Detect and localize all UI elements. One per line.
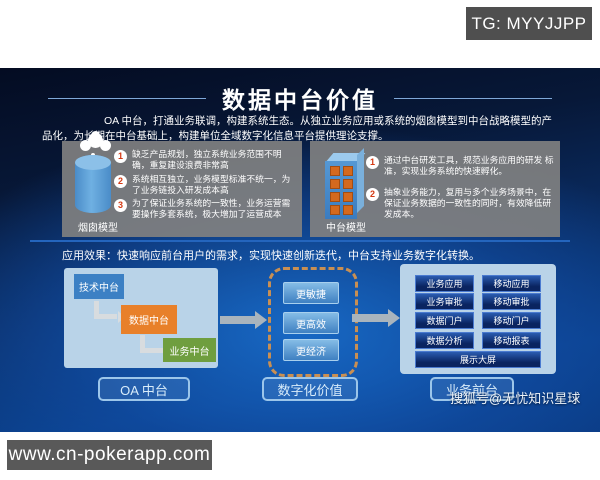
cabinet-cell — [329, 191, 340, 202]
smoke-cloud-icon — [88, 133, 103, 157]
number-badge: 1 — [366, 156, 379, 169]
digital-value-box: 更敏捷 更高效 更经济 — [268, 267, 358, 377]
middle-platform-points-list: 1 通过中台研发工具，规范业务应用的研发 标准，实现业务系统的快速孵化。 2 抽… — [366, 155, 556, 229]
chimney-model-panel: 烟囱模型 1 缺乏产品规划，独立系统业务范围不明确，重复建设浪费非常高 2 系统… — [62, 133, 302, 237]
intro-paragraph: OA 中台，打通业务联调，构建系统生态。从独立业务应用或系统的烟囱模型到中台战略… — [42, 115, 553, 143]
cabinet-cell — [329, 178, 340, 189]
title-row: 数据中台价值 — [0, 84, 600, 113]
title-divider-right — [394, 97, 552, 99]
chimney-points-list: 1 缺乏产品规划，独立系统业务范围不明确，重复建设浪费非常高 2 系统相互独立，… — [114, 149, 296, 223]
number-badge: 3 — [114, 199, 127, 212]
middle-platform-figure: 中台模型 — [310, 141, 382, 237]
front-app-tile: 业务审批 — [415, 293, 474, 310]
middle-platform-label: 中台模型 — [326, 223, 366, 234]
effect-statement: 应用效果：快速响应前台用户的需求，实现快速创新迭代，中台支持业务数字化转换。 — [62, 250, 480, 262]
oa-platform-caption: OA 中台 — [98, 377, 190, 401]
flow-arrow-icon — [352, 309, 400, 327]
souhu-watermark: 搜狐号@无忧知识星球 — [450, 391, 581, 406]
cabinet-cell — [342, 178, 353, 189]
list-item: 2 系统相互独立，业务模型标准不统一，为了业务链投入研发成本高 — [114, 174, 296, 197]
list-item: 3 为了保证业务系统的一致性，业务运营需要操作多套系统，极大增加了运营成本 — [114, 198, 296, 221]
point-text: 为了保证业务系统的一致性，业务运营需要操作多套系统，极大增加了运营成本 — [132, 198, 291, 220]
front-app-tile: 移动报表 — [482, 332, 541, 349]
cabinet-cell — [329, 204, 340, 215]
site-url-banner: www.cn-pokerapp.com — [7, 440, 212, 470]
business-front-panel: 业务应用 业务审批 数据门户 数据分析 移动应用 移动审批 移动门户 移动报表 … — [400, 264, 556, 374]
front-app-tile: 数据分析 — [415, 332, 474, 349]
flow-arrow-icon — [220, 311, 267, 329]
tech-platform-box: 技术中台 — [74, 274, 124, 299]
oa-platform-panel: 技术中台 数据中台 业务中台 — [64, 268, 218, 368]
title-divider-left — [48, 97, 206, 99]
number-badge: 1 — [114, 150, 127, 163]
elbow-connector-arrow — [94, 301, 125, 323]
middle-platform-panel: 中台模型 1 通过中台研发工具，规范业务应用的研发 标准，实现业务系统的快速孵化… — [310, 141, 560, 237]
section-divider — [30, 240, 570, 242]
chimney-cylinder-icon — [75, 155, 111, 213]
point-text: 通过中台研发工具，规范业务应用的研发 标准，实现业务系统的快速孵化。 — [384, 155, 554, 177]
cabinet-cell — [329, 165, 340, 176]
data-platform-box: 数据中台 — [121, 305, 177, 334]
front-app-tile-wide: 展示大屏 — [415, 351, 541, 368]
number-badge: 2 — [114, 174, 127, 188]
cabinet-side-face — [357, 148, 364, 213]
slide-canvas: 数据中台价值 OA 中台，打通业务联调，构建系统生态。从独立业务应用或系统的烟囱… — [0, 68, 600, 432]
platform-cabinet-icon — [325, 148, 369, 221]
front-app-tile: 移动审批 — [482, 293, 541, 310]
list-item: 1 通过中台研发工具，规范业务应用的研发 标准，实现业务系统的快速孵化。 — [366, 155, 556, 178]
slide-title: 数据中台价值 — [222, 87, 378, 113]
front-app-tile: 数据门户 — [415, 312, 474, 329]
front-app-tile: 业务应用 — [415, 275, 474, 292]
chimney-figure: 烟囱模型 — [62, 133, 134, 237]
cabinet-cell — [342, 165, 353, 176]
business-front-caption: 业务前台 — [430, 377, 514, 401]
tg-watermark-badge: TG: MYYJJPP — [466, 7, 592, 40]
cabinet-cell — [342, 204, 353, 215]
value-item: 更高效 — [283, 312, 339, 334]
chimney-model-label: 烟囱模型 — [78, 223, 118, 234]
point-text: 抽象业务能力，复用与多个业务场景中，在保证业务数据的一致性的同时，有效降低研发成… — [384, 186, 552, 220]
biz-platform-box: 业务中台 — [163, 338, 216, 362]
front-app-tile: 移动应用 — [482, 275, 541, 292]
cabinet-front-face — [325, 161, 357, 219]
cabinet-cell — [342, 191, 353, 202]
list-item: 1 缺乏产品规划，独立系统业务范围不明确，重复建设浪费非常高 — [114, 149, 296, 172]
value-item: 更敏捷 — [283, 282, 339, 304]
number-badge: 2 — [366, 187, 379, 201]
point-text: 系统相互独立，业务模型标准不统一，为了业务链投入研发成本高 — [132, 173, 291, 195]
value-item: 更经济 — [283, 339, 339, 361]
list-item: 2 抽象业务能力，复用与多个业务场景中，在保证业务数据的一致性的同时，有效降低研… — [366, 187, 556, 221]
front-app-tile: 移动门户 — [482, 312, 541, 329]
point-text: 缺乏产品规划，独立系统业务范围不明确，重复建设浪费非常高 — [132, 149, 282, 171]
elbow-connector-arrow — [140, 335, 171, 357]
digital-value-caption: 数字化价值 — [262, 377, 358, 401]
